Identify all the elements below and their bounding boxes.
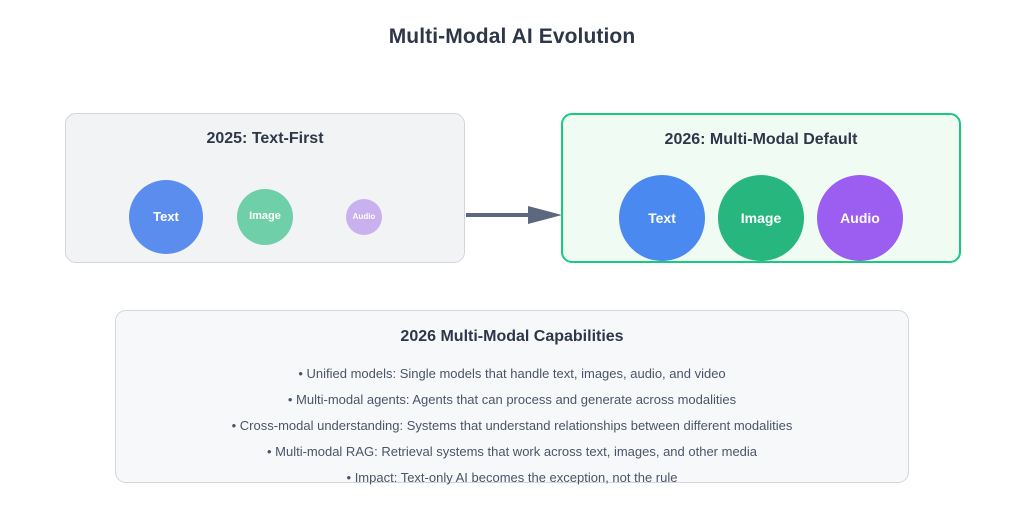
stage-after-title: 2026: Multi-Modal Default [664, 131, 858, 148]
modality-slot: Image [216, 169, 315, 264]
capability-item: • Unified models: Single models that han… [298, 366, 726, 381]
capability-item: • Multi-modal agents: Agents that can pr… [287, 392, 737, 407]
modality-circle-image[interactable]: Image [718, 174, 804, 261]
stage-after-modalities: Text Image Audio [563, 170, 959, 265]
modality-label: Image [740, 209, 782, 226]
capabilities-title: 2026 Multi-Modal Capabilities [400, 328, 624, 345]
modality-slot: Image [712, 170, 811, 265]
modality-label: Image [249, 210, 281, 222]
capabilities-card: 2026 Multi-Modal Capabilities • Unified … [115, 310, 909, 485]
modality-label: Audio [352, 211, 376, 221]
stage-before-title: 2025: Text-First [206, 130, 324, 147]
modality-circle-audio[interactable]: Audio [817, 174, 903, 261]
stage-panel-before: 2025: Text-First Text Image Audio [65, 113, 465, 263]
capability-item: • Impact: Text-only AI becomes the excep… [346, 470, 678, 485]
modality-circle-audio[interactable]: Audio [346, 198, 382, 235]
modality-label: Audio [840, 209, 880, 226]
capabilities-list: • Unified models: Single models that han… [116, 361, 908, 491]
capability-item: • Cross-modal understanding: Systems tha… [231, 418, 793, 433]
modality-circle-text[interactable]: Text [129, 179, 203, 254]
modality-slot: Audio [811, 170, 910, 265]
modality-slot: Text [613, 170, 712, 265]
modality-slot: Text [117, 169, 216, 264]
stage-before-modalities: Text Image Audio [66, 169, 464, 264]
modality-label: Text [648, 209, 676, 226]
modality-slot: Audio [315, 169, 414, 264]
stage-panel-after: 2026: Multi-Modal Default Text Image Audio [561, 113, 961, 263]
page-title: Multi-Modal AI Evolution [388, 25, 636, 48]
modality-circle-image[interactable]: Image [237, 188, 293, 245]
modality-label: Text [153, 209, 179, 224]
modality-circle-text[interactable]: Text [619, 174, 705, 261]
capability-item: • Multi-modal RAG: Retrieval systems tha… [266, 444, 758, 459]
arrow-right-icon [466, 206, 562, 224]
